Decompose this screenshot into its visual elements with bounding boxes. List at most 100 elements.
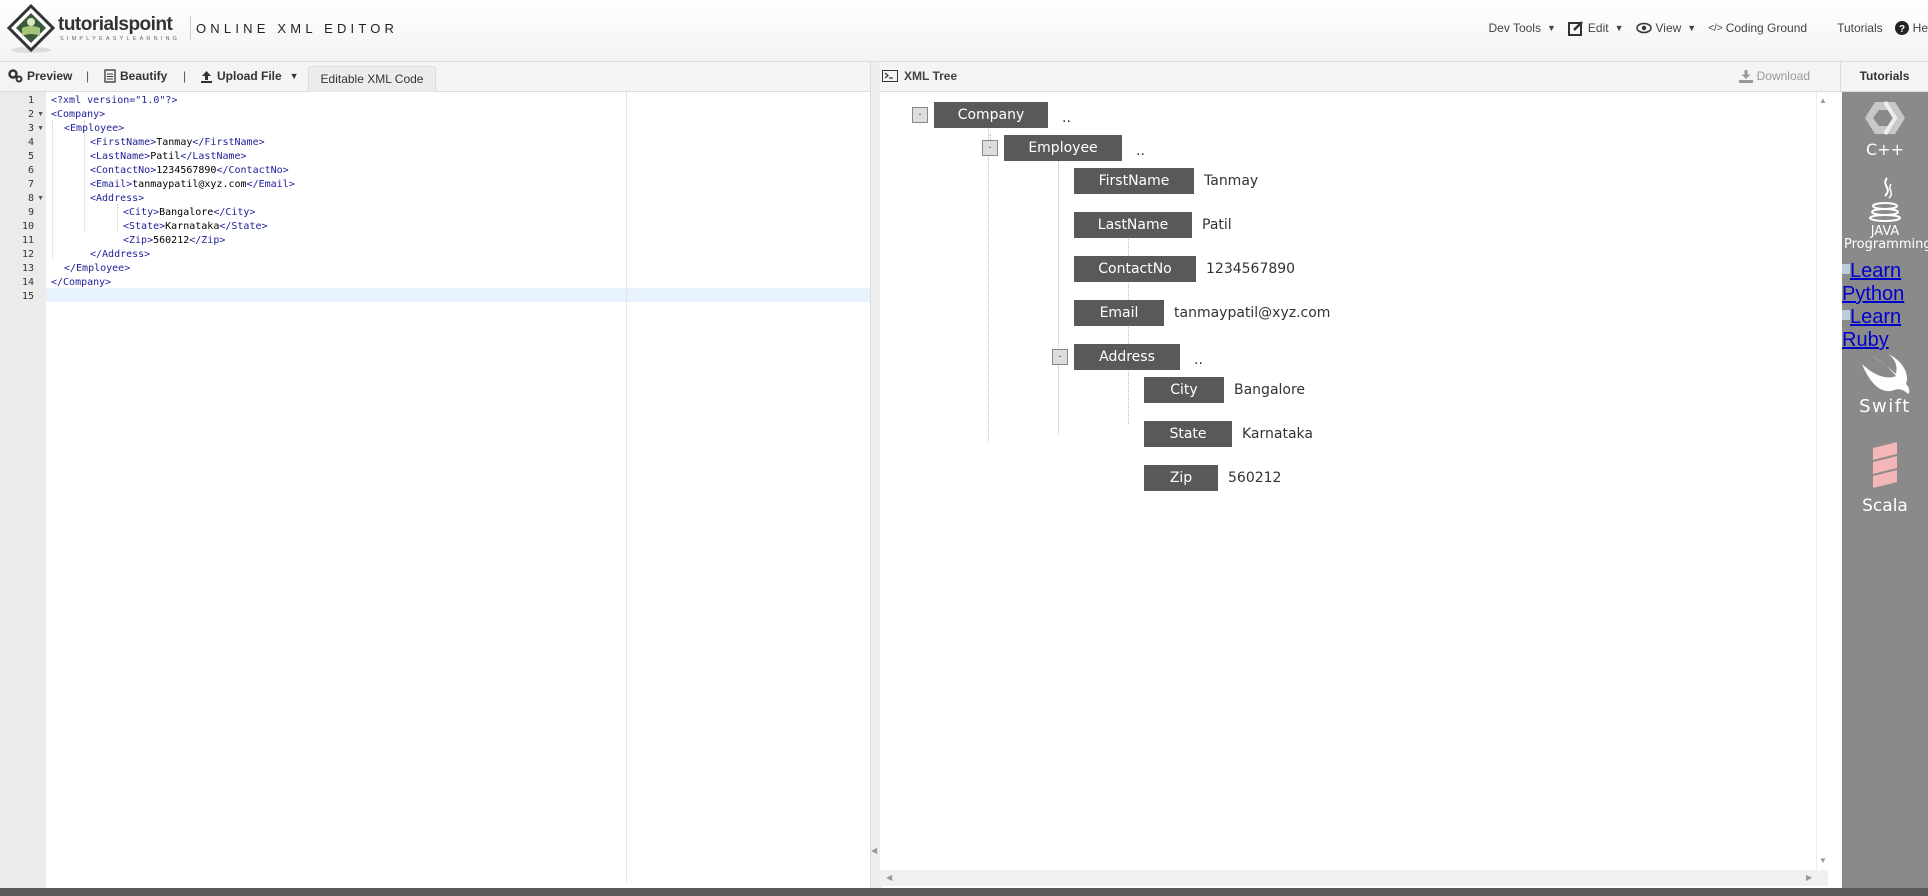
tree-node-zip[interactable]: Zip [1144,465,1218,491]
code-line[interactable]: <LastName>Patil</LastName> [90,151,247,162]
tree-connector [988,122,989,442]
code-line[interactable]: <State>Karnataka</State> [123,221,268,232]
tree-node-ellipsis: .. [1194,352,1203,368]
code-line[interactable]: </Employee> [64,263,131,274]
tree-node-address[interactable]: Address [1074,344,1180,370]
scroll-left-arrow-icon[interactable]: ◀ [871,846,878,855]
tree-node-city[interactable]: City [1144,377,1224,403]
tutorial-scala[interactable]: Scala [1842,442,1928,516]
nav-tutorials[interactable]: Tutorials [1837,21,1883,35]
code-line[interactable]: <Company> [51,109,106,120]
nav-help[interactable]: ? He [1894,21,1928,35]
fold-toggle-icon[interactable]: ▼ [37,195,44,202]
code-line[interactable]: <ContactNo>1234567890</ContactNo> [90,165,289,176]
tree-node-email[interactable]: Email [1074,300,1164,326]
line-number: 11 [21,235,34,246]
tutorial-ruby-label-1: Learn [1850,306,1902,328]
scroll-down-arrow-icon[interactable]: ▼ [1819,856,1827,865]
tree-node-ellipsis: .. [1062,110,1071,126]
tree-value-email: tanmaypatil@xyz.com [1174,305,1331,321]
logo-tagline: SIMPLYEASYLEARNING [60,36,181,42]
code-line[interactable]: <Address> [90,193,145,204]
tree-node-state[interactable]: State [1144,421,1232,447]
tutorial-cpp[interactable]: C++ [1842,98,1928,159]
line-number: 7 [27,179,34,190]
java-logo-icon [1869,177,1901,222]
tutorial-python-label-1: Learn [1850,260,1902,282]
collapse-employee-toggle[interactable]: - [982,140,998,156]
tutorial-java-sublabel: Programming [1844,237,1928,252]
tree-value-lastname: Patil [1202,217,1232,233]
line-number: 9 [27,207,34,218]
tree-value-state: Karnataka [1242,426,1313,442]
caret-down-icon: ▼ [289,71,299,81]
tree-node-lastname[interactable]: LastName [1074,212,1192,238]
tab-editable-xml-code[interactable]: Editable XML Code [308,66,436,92]
tree-vertical-scrollbar[interactable]: ▲ ▼ [1816,92,1828,870]
tree-node-company[interactable]: Company [934,102,1048,128]
tree-connector [990,134,991,144]
tree-node-employee[interactable]: Employee [1004,135,1122,161]
code-line[interactable]: </Company> [51,277,112,288]
upload-icon [201,70,212,83]
line-number: 6 [27,165,34,176]
tutorial-java[interactable]: JAVA Programming [1842,176,1928,252]
tutorial-python-link[interactable]: Learn Python [1842,260,1904,306]
scroll-up-arrow-icon[interactable]: ▲ [1819,96,1827,105]
tree-node-firstname[interactable]: FirstName [1074,168,1194,194]
fold-toggle-icon[interactable]: ▼ [37,125,44,132]
download-button[interactable]: Download [1738,69,1810,83]
nav-coding-ground[interactable]: </> Coding Ground [1708,21,1807,35]
collapse-address-toggle[interactable]: - [1052,349,1068,365]
help-icon: ? [1894,21,1909,35]
nav-edit[interactable]: Edit ▼ [1567,20,1624,36]
toolbar-separator: | [183,69,187,83]
caret-down-icon: ▼ [1546,23,1556,33]
code-line[interactable]: <Email>tanmaypatil@xyz.com</Email> [90,179,295,190]
indent-guide [84,120,85,232]
tree-node-contactno[interactable]: ContactNo [1074,256,1196,282]
code-line[interactable]: <?xml version="1.0"?> [51,95,178,106]
beautify-button[interactable]: Beautify [104,69,167,83]
indent-guide [52,120,53,260]
tutorial-cpp-label: C++ [1866,140,1904,159]
preview-button[interactable]: Preview [8,69,72,83]
fold-toggle-icon[interactable]: ▼ [37,111,44,118]
code-line[interactable]: <City>Bangalore</City> [123,207,256,218]
beautify-label: Beautify [120,69,168,83]
tutorial-ruby-link[interactable]: Learn Ruby [1842,306,1901,352]
scroll-right-arrow-icon[interactable]: ▶ [1806,873,1813,882]
code-line[interactable]: </Address> [90,249,151,260]
pane-splitter[interactable]: ◀ [870,62,882,888]
nav-edit-label: Edit [1587,21,1609,35]
code-line[interactable]: <Zip>560212</Zip> [123,235,226,246]
xml-tree-view: - Company .. - Employee .. FirstName Tan… [880,92,1816,870]
collapse-company-toggle[interactable]: - [912,107,928,123]
active-line-highlight [46,288,870,302]
nav-coding-ground-label: Coding Ground [1725,21,1808,35]
edit-icon [1567,21,1583,36]
code-area[interactable]: <?xml version="1.0"?> <Company> <Employee>… [46,92,870,888]
nav-dev-tools[interactable]: Dev Tools ▼ [1488,21,1555,35]
scala-logo-icon [1873,442,1897,488]
line-number: 2 [27,109,34,120]
nav-dev-tools-label: Dev Tools [1488,21,1541,35]
tree-node-ellipsis: .. [1136,143,1145,159]
svg-text:?: ? [1899,24,1905,35]
document-icon [104,69,116,83]
tutorial-swift[interactable]: Swift [1842,354,1928,417]
xml-tree-title: XML Tree [882,69,957,83]
gears-icon [8,69,23,83]
nav-view[interactable]: View ▼ [1635,21,1696,35]
tutorialspoint-logo[interactable]: tutorialspoint SIMPLYEASYLEARNING [6,3,186,54]
caret-down-icon: ▼ [1614,23,1624,33]
upload-file-button[interactable]: Upload File ▼ [200,69,299,83]
line-number: 3 [27,123,34,134]
top-bar: tutorialspoint SIMPLYEASYLEARNING ONLINE… [0,0,1928,62]
tree-horizontal-scrollbar[interactable]: ◀ ▶ [880,870,1828,886]
line-number: 14 [21,277,34,288]
code-line[interactable]: <FirstName>Tanmay</FirstName> [90,137,265,148]
code-line[interactable]: <Employee> [64,123,125,134]
scroll-left-arrow-icon[interactable]: ◀ [886,873,893,882]
